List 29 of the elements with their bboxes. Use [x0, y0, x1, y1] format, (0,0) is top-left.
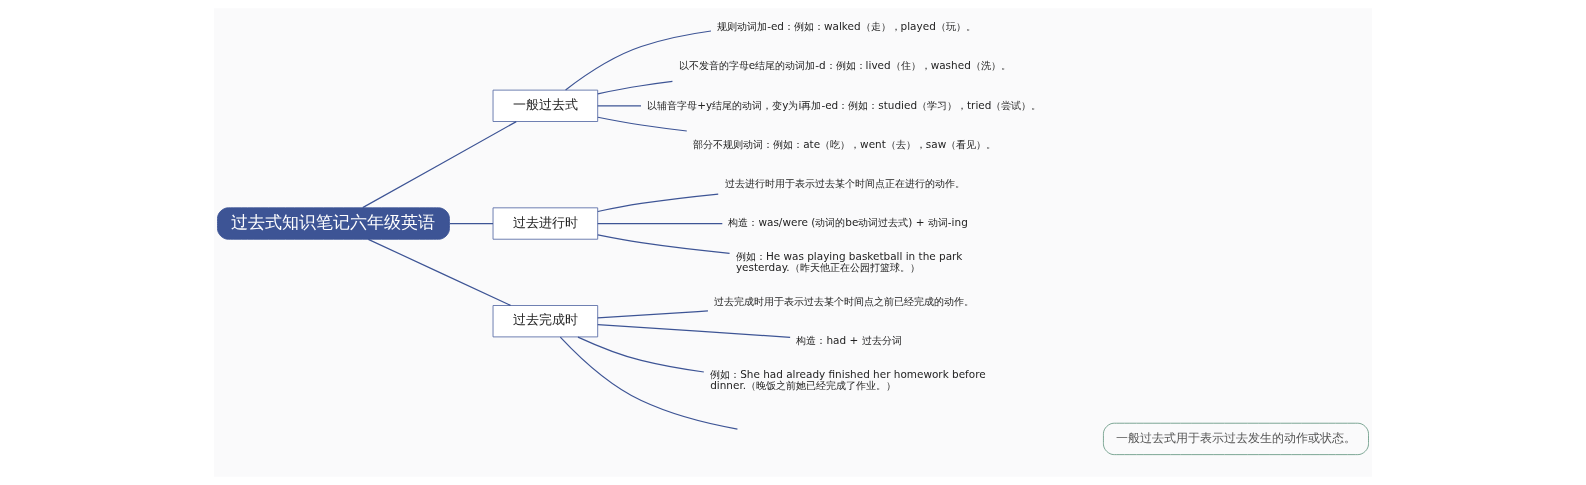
connector: [597, 324, 791, 338]
node-text: 构造：was/were (动词的be动词过去式) + 动词-ing: [728, 216, 968, 229]
node-box: 过去进行时: [492, 207, 599, 240]
node-text: 例如：She had already finished her homework before dinner.（晚饭之前她已经完成了作业。）: [710, 367, 986, 391]
connector: [448, 222, 494, 225]
connector: [597, 310, 709, 319]
connector: [565, 30, 712, 91]
node-text: 部分不规则动词：例如：ate（吃），went（去），saw（看见）。: [693, 137, 997, 150]
connector: [559, 336, 739, 430]
node-text: 构造：had + 过去分词: [796, 333, 902, 346]
connector: [367, 238, 512, 307]
node-text: 规则动词加-ed：例如：walked（走），played（玩）。: [717, 20, 976, 33]
node-box: 过去式知识笔记六年级英语: [217, 207, 450, 240]
node-text: 以不发音的字母e结尾的动词加-d：例如：lived（住），washed（洗）。: [678, 59, 1011, 72]
node-text: 以辅音字母+y结尾的动词，变y为i再加-ed：例如：studied（学习），tried（尝试）。: [647, 98, 1042, 111]
node-text: 过去完成时用于表示过去某个时间点之前已经完成的动作。: [714, 294, 975, 307]
node-text: 例如：He was playing basketball in the park yesterday.（昨天他正在公园打篮球。）: [735, 249, 963, 274]
connector: [597, 116, 688, 132]
node-text: 过去进行时用于表示过去某个时间点正在进行的动作。: [724, 177, 965, 189]
connector: [597, 193, 719, 213]
connector: [577, 336, 705, 373]
connector: [597, 80, 674, 95]
node-box: 一般过去式用于表示过去发生的动作或状态。: [1103, 422, 1369, 456]
connector: [597, 234, 731, 254]
connector: [597, 105, 642, 107]
node-box: 一般过去式: [492, 89, 599, 122]
connector: [597, 222, 723, 225]
node-box: 过去完成时: [492, 305, 599, 338]
connector: [362, 121, 517, 209]
